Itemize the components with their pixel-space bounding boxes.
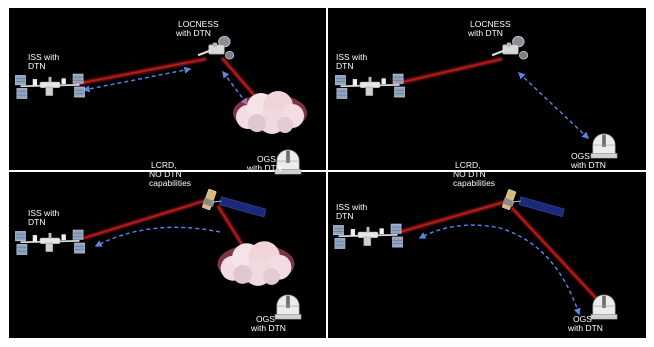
laser-link	[83, 199, 250, 255]
laser-link	[75, 57, 264, 105]
iss-icon	[334, 73, 406, 100]
laser-link	[399, 199, 598, 300]
iss-icon	[14, 229, 86, 256]
cloud-icon	[217, 241, 295, 286]
lcrd-satellite-icon	[501, 188, 565, 218]
dtn-flow-arrow	[94, 226, 221, 247]
lcrd-satellite-icon	[201, 188, 267, 218]
iss-icon	[14, 73, 86, 100]
dtn-flow-arrow	[418, 224, 581, 316]
laser-link	[393, 57, 503, 86]
iss-icon	[332, 223, 404, 250]
cloud-icon	[233, 91, 307, 134]
dtn-flow-arrow	[222, 70, 248, 106]
ogs-dome-icon	[590, 133, 618, 159]
locness-terminal-icon	[491, 35, 529, 61]
ogs-dome-icon	[274, 294, 302, 320]
dtn-flow-arrow	[517, 72, 590, 139]
locness-terminal-icon	[197, 35, 235, 61]
